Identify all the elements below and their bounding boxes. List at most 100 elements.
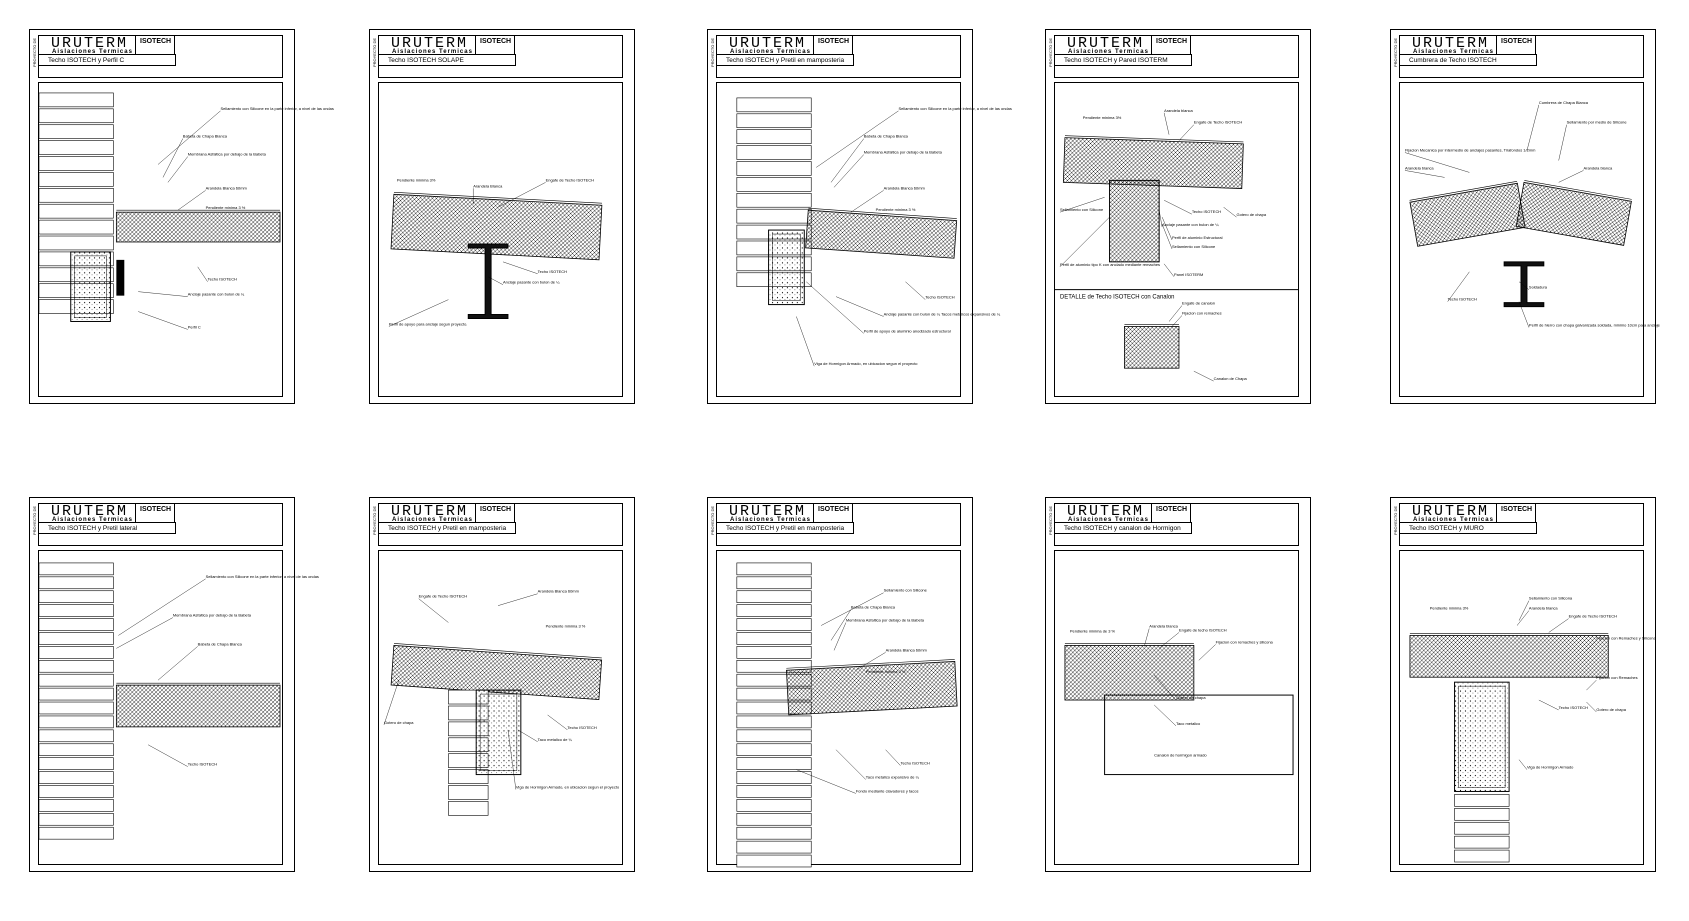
callout-label: Viga de Hormigon Armado, en ubicacion se… <box>516 784 620 789</box>
callout-label: Techo ISOTECH <box>208 277 237 282</box>
c-profile <box>116 259 125 296</box>
callout-label: Arandela blanca <box>1149 624 1178 629</box>
steel-i-beam <box>467 243 509 319</box>
leader-line <box>1193 370 1214 382</box>
callout-label: Techo ISOTECH <box>1559 705 1588 710</box>
callout-label: Engafe de Techo ISOTECH <box>1569 614 1618 619</box>
leader-line <box>905 281 926 300</box>
callout-label: Viga de Hormigon Armado, en ubicacion se… <box>814 361 918 366</box>
detail-drawing: Sellamiento con Silicone en la parte inf… <box>38 82 334 397</box>
callout-label: Sellamiento con Silicona <box>1529 596 1573 601</box>
callout-label: Perfil de aluminio tipo K con anclado me… <box>1060 262 1160 267</box>
brand-name: ISOTECH <box>1156 506 1188 513</box>
callout-label: Fijacion Mecanica por intermedio de ancl… <box>1405 148 1536 153</box>
detail-row: Techo ISOTECH y canalon de Hormigon <box>1055 522 1192 534</box>
leader-line <box>1059 197 1105 213</box>
brand-cell: ISOTECH <box>813 504 853 522</box>
brand-cell: ISOTECH <box>1496 504 1536 522</box>
brand-name: ISOTECH <box>1501 38 1533 45</box>
detail-drawing: Sellamiento con Silicone en la parte inf… <box>38 550 319 865</box>
leader-line <box>138 311 188 330</box>
detail-title: Techo ISOTECH y Pretil en mamposteria <box>726 57 845 64</box>
leader-line <box>796 316 815 367</box>
leader-line <box>1516 610 1530 626</box>
detail-title: Techo ISOTECH y Pared ISOTERM <box>1064 57 1168 64</box>
leader-line <box>1518 600 1530 621</box>
detail-title: Techo ISOTECH y Pretil lateral <box>48 525 138 532</box>
brand-cell: ISOTECH <box>813 36 853 54</box>
callout-label: Engafe de Techo ISOTECH <box>419 594 468 599</box>
callout-label: Fijacion con Remaches y Silicona <box>1596 635 1656 640</box>
leader-line <box>1144 628 1150 647</box>
callout-label: Engafe de Techo ISOTECH <box>1194 120 1243 125</box>
concrete-beam <box>475 689 522 776</box>
drawing-sheet: PROYECTO DE URUTERM Aislaciones Termicas… <box>29 497 319 872</box>
leader-line <box>1526 104 1540 151</box>
leader-line <box>1404 170 1445 178</box>
leader-line <box>833 622 847 651</box>
callout-label: Pendiente minima 3 % <box>206 205 246 210</box>
leader-line <box>821 592 884 626</box>
title-block: PROYECTO DE URUTERM Aislaciones Termicas… <box>1393 35 1644 78</box>
drawing-sheet: PROYECTO DE URUTERM Aislaciones Termicas… <box>1390 29 1661 404</box>
leader-line <box>1163 112 1170 135</box>
callout-label: Arandela Blanca 60mm <box>886 647 928 652</box>
leader-line <box>885 749 901 766</box>
callout-label: Engafe de techo ISOTECH <box>1179 627 1227 632</box>
detail-title: Techo ISOTECH SOLAPE <box>388 57 464 64</box>
detail-drawing: Sellamiento con Silicone en la parte inf… <box>716 82 1012 397</box>
leader-line <box>517 729 538 742</box>
callout-label: Pendiente minima 3% <box>1083 115 1122 120</box>
callout-label: Taco metalico <box>1176 721 1201 726</box>
company-title: URUTERM <box>391 35 469 52</box>
leader-line <box>855 652 886 671</box>
callout-label: Anclaje pasante con bulon de ¼ <box>188 292 245 297</box>
detail-row: Techo ISOTECH y MURO <box>1400 522 1537 534</box>
drawing-sheet: PROYECTO DE URUTERM Aislaciones Termicas… <box>369 29 635 404</box>
leader-line <box>1168 305 1183 322</box>
title-block: PROYECTO DE URUTERM Aislaciones Termicas… <box>32 35 283 78</box>
brand-cell: ISOTECH <box>1151 36 1191 54</box>
masonry-wall <box>38 562 114 840</box>
callout-label: Pendiente minima 3% <box>1430 606 1469 611</box>
company-title: URUTERM <box>51 503 129 520</box>
brand-name: ISOTECH <box>1156 38 1188 45</box>
detail-title: Techo ISOTECH y canalon de Hormigon <box>1064 525 1181 532</box>
detail-row: Techo ISOTECH y Pared ISOTERM <box>1055 54 1192 66</box>
company-subtitle: Aislaciones Termicas <box>392 517 473 523</box>
brand-cell: ISOTECH <box>1151 504 1191 522</box>
company-subtitle: Aislaciones Termicas <box>730 49 811 55</box>
company-title: URUTERM <box>729 35 807 52</box>
roof-panel <box>1409 633 1609 678</box>
detail-drawing: Pendiente minima 3% Sellamiento con Silic… <box>1399 550 1656 865</box>
leader-line <box>547 714 568 731</box>
leader-line <box>1198 644 1216 661</box>
company-title: URUTERM <box>391 503 469 520</box>
brand-cell: ISOTECH <box>135 36 175 54</box>
leader-line <box>1059 217 1110 267</box>
callout-label: Arandela blanca <box>1529 606 1558 611</box>
callout-label: Arandela Blanca 60mm <box>538 589 580 594</box>
callout-label: Membrana Asfaltica por debajo de la Babe… <box>173 613 252 618</box>
callout-label: Pendiente minima 3 % <box>876 207 916 212</box>
title-block: PROYECTO DE URUTERM Aislaciones Termicas… <box>1393 503 1644 546</box>
leader-line <box>830 138 864 183</box>
leader-line <box>796 769 856 794</box>
callout-label: Perfil de hierro con chapa galvanizada s… <box>1529 322 1661 327</box>
roof-panel <box>1064 643 1195 701</box>
drawing-sheet: PROYECTO DE URUTERM Aislaciones Termicas… <box>1045 29 1311 404</box>
leader-line <box>1518 759 1528 770</box>
brand-name: ISOTECH <box>818 506 850 513</box>
leader-line <box>833 154 864 188</box>
leader-line <box>1447 271 1470 302</box>
callout-label: Arandela Blanca 60mm <box>206 185 248 190</box>
title-block: PROYECTO DE URUTERM Aislaciones Termicas… <box>1048 35 1299 78</box>
detail-title: Techo ISOTECH y Pretil en mamposteria <box>388 525 507 532</box>
company-title: URUTERM <box>1412 35 1490 52</box>
company-title: URUTERM <box>1412 503 1490 520</box>
leader-line <box>816 110 899 168</box>
project-caption: PROYECTO DE <box>1048 506 1053 536</box>
